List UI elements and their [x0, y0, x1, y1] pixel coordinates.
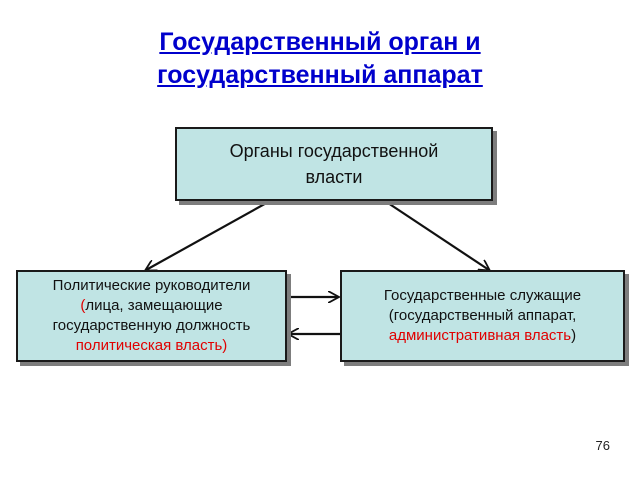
top-box-line-2: власти	[305, 167, 363, 187]
left-box-line-2-text: лица, замещающие	[85, 297, 223, 314]
page-number: 76	[595, 438, 610, 453]
left-box-paren: (	[80, 297, 86, 314]
slide-title: Государственный орган и государственный …	[0, 26, 640, 92]
arrow-top-to-left	[146, 200, 271, 270]
title-line-1: Государственный орган и	[159, 28, 481, 56]
arrow-top-to-right	[384, 200, 489, 270]
state-power-bodies-box: Органы государственной власти	[175, 127, 493, 201]
title-line-2: государственный аппарат	[157, 61, 483, 89]
right-box-line-3-red: административная власть	[388, 327, 572, 344]
left-box-line-3: государственную должность	[52, 317, 251, 334]
civil-servants-box: Государственные служащие (государственны…	[340, 270, 625, 362]
right-box-line-3-close: )	[571, 327, 577, 344]
right-box-line-3: административная власть)	[389, 326, 576, 346]
right-box-line-2: (государственный аппарат,	[388, 307, 577, 324]
top-box-line-1: Органы государственной	[229, 141, 439, 161]
left-box-line-1: Политические руководители	[52, 277, 251, 294]
left-box-line-4: политическая власть)	[75, 337, 228, 354]
left-box-line-2: (лица, замещающие	[80, 296, 222, 316]
political-leaders-box: Политические руководители (лица, замещаю…	[16, 270, 287, 362]
right-box-line-1: Государственные служащие	[383, 287, 582, 304]
